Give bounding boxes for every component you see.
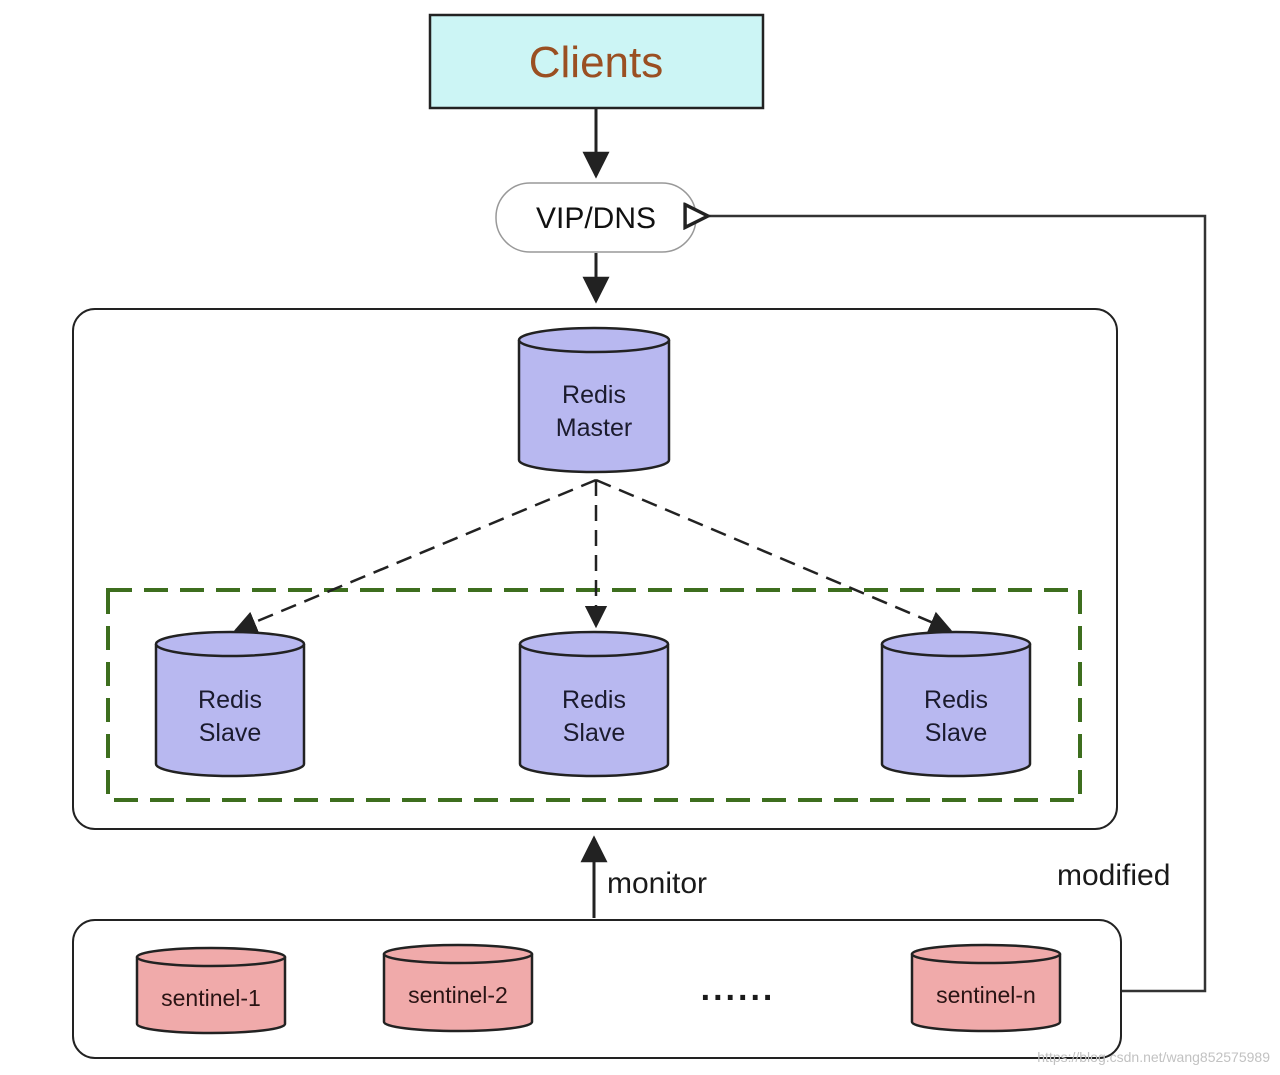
sentinel-ellipsis: ...... xyxy=(701,970,776,1008)
modified-label: modified xyxy=(1057,859,1170,892)
sentinel-container xyxy=(72,919,1122,1059)
watermark-text: https://blog.csdn.net/wang852575989 xyxy=(1037,1049,1270,1065)
sentinel-node-1: sentinel-1 xyxy=(135,946,287,1035)
redis-slave-3-label-line1: Redis xyxy=(924,686,988,714)
replication-arrow-right xyxy=(595,478,953,633)
redis-slave-1-label-line2: Slave xyxy=(199,719,262,747)
sentinel-1-label: sentinel-1 xyxy=(161,985,261,1011)
redis-slave-2-label-line2: Slave xyxy=(563,719,626,747)
modified-arrow xyxy=(708,216,1207,993)
vip-dns-node: VIP/DNS xyxy=(495,182,697,253)
monitor-label: monitor xyxy=(607,867,707,900)
replication-arrows xyxy=(233,478,953,633)
redis-slave-node-1: Redis Slave xyxy=(154,630,306,778)
redis-slave-2-label-line1: Redis xyxy=(562,686,626,714)
slave-group-border xyxy=(106,588,1082,802)
replication-arrow-left xyxy=(233,478,597,633)
vip-dns-label: VIP/DNS xyxy=(536,202,656,235)
redis-slave-node-3: Redis Slave xyxy=(880,630,1032,778)
sentinel-2-label: sentinel-2 xyxy=(408,982,508,1008)
redis-slave-1-label-line1: Redis xyxy=(198,686,262,714)
clients-label: Clients xyxy=(529,38,664,87)
redis-master-label-line1: Redis xyxy=(562,381,626,409)
sentinel-node-2: sentinel-2 xyxy=(382,943,534,1033)
sentinel-n-label: sentinel-n xyxy=(936,982,1036,1008)
redis-slave-node-2: Redis Slave xyxy=(518,630,670,778)
clients-node: Clients xyxy=(428,13,765,110)
redis-master-label-line2: Master xyxy=(556,414,632,442)
sentinel-node-n: sentinel-n xyxy=(910,943,1062,1033)
redis-master-node: Redis Master xyxy=(517,326,671,474)
redis-slave-3-label-line2: Slave xyxy=(925,719,988,747)
